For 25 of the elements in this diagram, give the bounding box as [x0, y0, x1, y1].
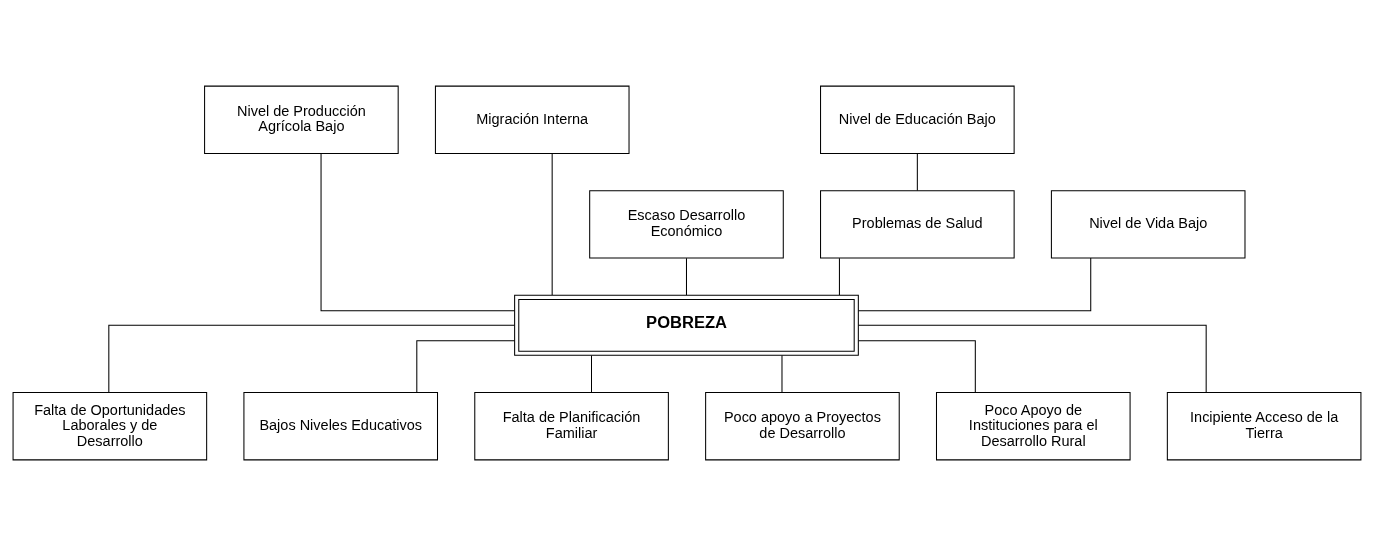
connector [320, 152, 515, 312]
node-box: Bajos Niveles Educativos [243, 392, 439, 461]
node-box: Problemas de Salud [820, 190, 1015, 259]
connector [916, 152, 918, 191]
node-box: Falta de Planificación Familiar [474, 392, 669, 461]
connector [858, 257, 1092, 312]
node-box: Escaso Desarrollo Económico [589, 190, 784, 259]
connector [591, 355, 592, 393]
connector [551, 153, 553, 296]
node-box: Nivel de Educación Bajo [820, 85, 1015, 154]
node-box: Nivel de Producción Agrícola Bajo [204, 85, 399, 154]
connector [781, 355, 783, 393]
node-box: Poco apoyo a Proyectos de Desarrollo [705, 392, 900, 461]
node-box: Falta de Oportunidades Laborales y de Desarrollo [12, 392, 208, 461]
connector [685, 257, 687, 296]
node-box: Poco Apoyo de Instituciones para el Desarrollo Rural [935, 392, 1131, 461]
connector [108, 324, 515, 393]
node-box: Migración Interna [434, 85, 630, 154]
node-box: Incipiente Acceso de la Tierra [1166, 392, 1362, 461]
node-box: Nivel de Vida Bajo [1050, 190, 1246, 259]
connector [857, 324, 1207, 393]
connector [858, 340, 976, 393]
connector [838, 257, 840, 296]
node-box: POBREZA [514, 294, 859, 356]
connector [416, 340, 516, 393]
